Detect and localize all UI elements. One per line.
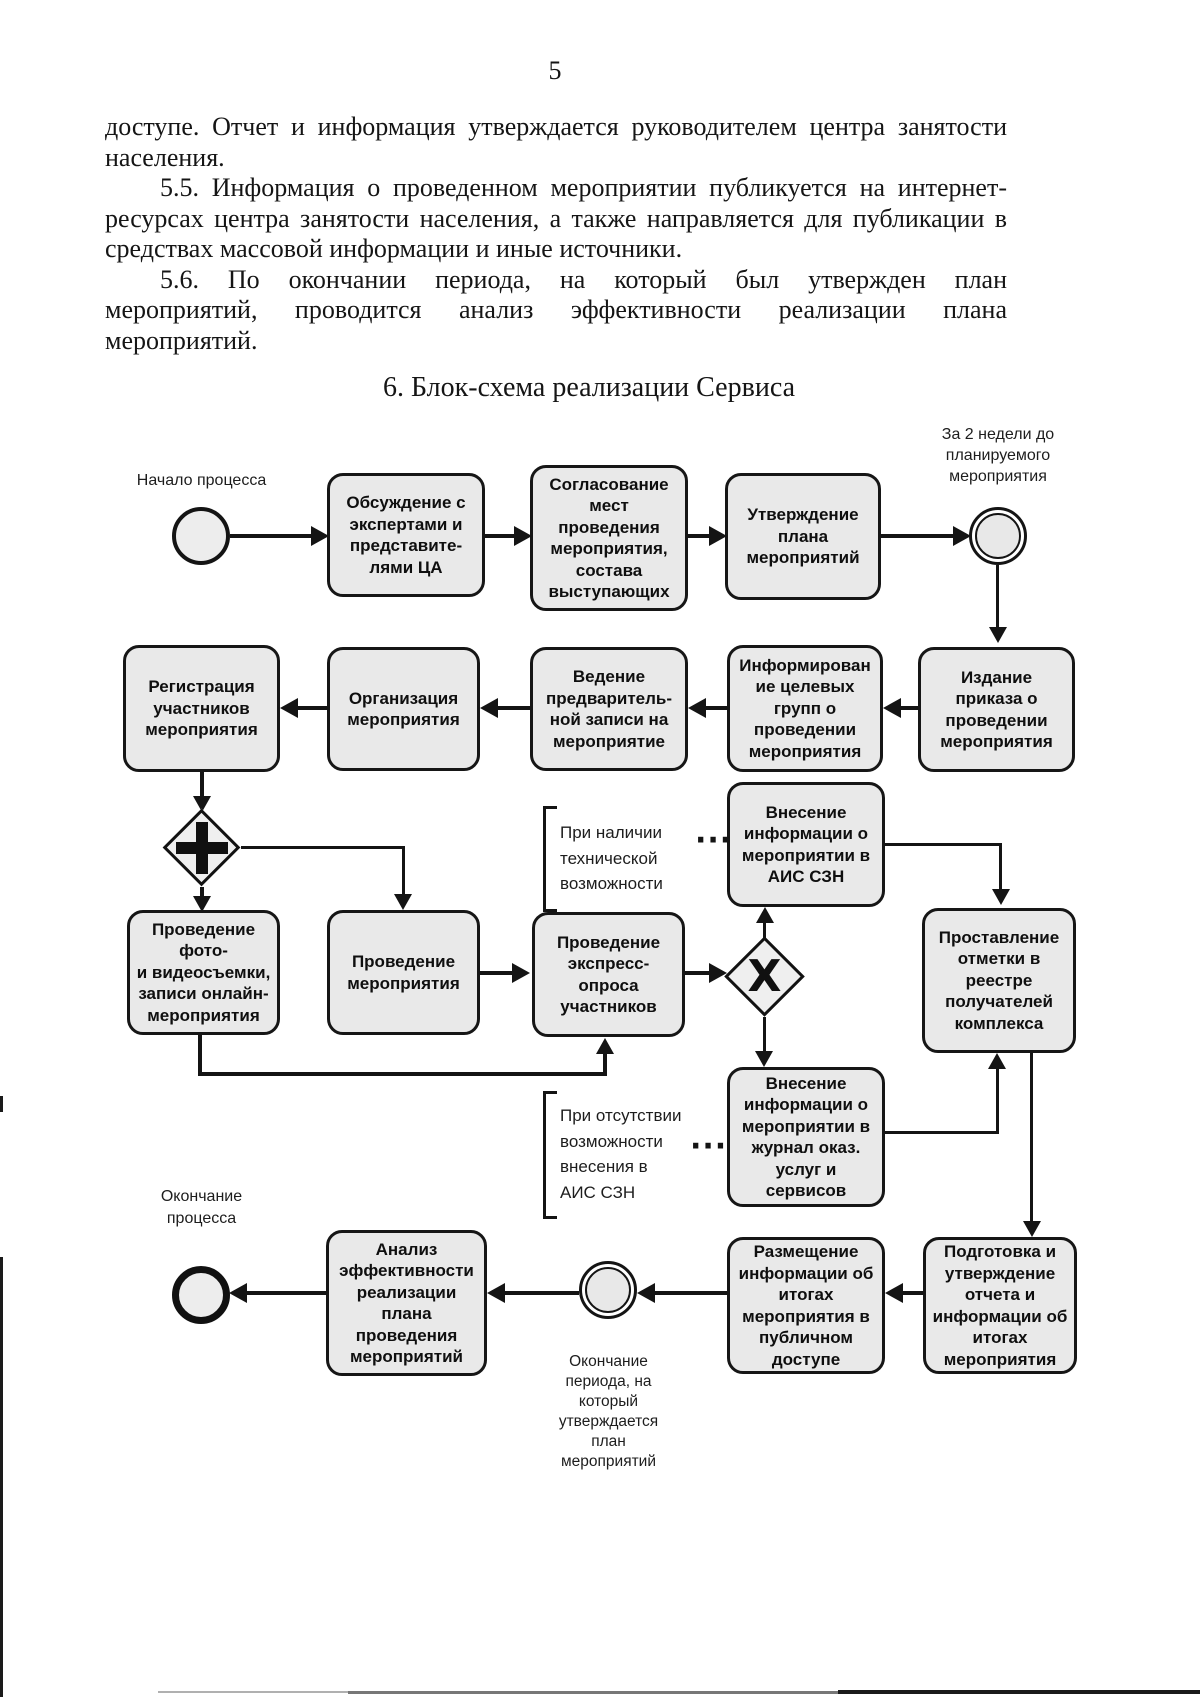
annotation-bracket: [543, 1091, 557, 1219]
section-heading: 6. Блок-схема реализации Сервиса: [382, 372, 796, 403]
scan-artifact-bottom-line: [348, 1691, 838, 1694]
task-mark-registry: Проставление отметки в реестре получател…: [922, 908, 1076, 1053]
arrowhead-left: [883, 698, 901, 718]
period-end-event-label: Окончание периода, на который утверждает…: [558, 1353, 659, 1470]
arrowhead-down: [989, 627, 1007, 643]
arrowhead-down: [193, 796, 211, 812]
task-approval-venues: Согласование мест проведения мероприятия…: [530, 465, 688, 611]
end-event-icon: [172, 1266, 230, 1324]
intermediate-event-inner-ring: [585, 1267, 631, 1313]
flow-line: [247, 1291, 326, 1295]
scan-artifact-left-line: [0, 1257, 3, 1697]
flow-line: [763, 923, 766, 939]
flow-line: [881, 534, 953, 538]
arrowhead-right: [709, 963, 727, 983]
flow-line: [685, 971, 709, 975]
x-icon: Х: [747, 950, 782, 1002]
task-discussion-experts: Обсуждение с экспертами и представите- л…: [327, 473, 485, 597]
scan-artifact-bottom-line: [838, 1690, 1200, 1694]
body-text: доступе. Отчет и информация утверждается…: [105, 112, 1007, 356]
start-event-label: Начало процесса: [136, 472, 267, 489]
arrowhead-down: [992, 889, 1010, 905]
task-publish-results: Размещение информации об итогах мероприя…: [727, 1237, 885, 1374]
flow-line: [885, 1131, 999, 1134]
flow-line: [688, 534, 709, 538]
arrowhead-down: [193, 896, 211, 912]
annotation-tech-unavailable: При отсутствии возможности внесения в АИ…: [560, 1106, 682, 1202]
association-dots: ···: [690, 1129, 728, 1164]
task-enter-info-ais: Внесение информации о мероприятии в АИС …: [727, 782, 885, 907]
flow-line: [200, 772, 204, 796]
flow-line: [200, 887, 204, 896]
annotation-bracket: [543, 806, 557, 912]
flow-line: [198, 1035, 202, 1076]
flow-line: [885, 843, 1002, 846]
scan-artifact-left-tick: [0, 1096, 3, 1112]
task-hold-event: Проведение мероприятия: [327, 910, 480, 1035]
task-express-survey: Проведение экспресс- опроса участников: [532, 912, 685, 1037]
flow-line: [505, 1291, 579, 1295]
flow-line: [198, 1072, 607, 1076]
flow-line: [498, 706, 530, 710]
arrowhead-left: [480, 698, 498, 718]
arrowhead-up: [988, 1053, 1006, 1069]
arrowhead-left: [885, 1283, 903, 1303]
task-enter-info-journal: Внесение информации о мероприятии в журн…: [727, 1067, 885, 1207]
intermediate-event-inner-ring: [975, 513, 1021, 559]
task-prepare-report: Подготовка и утверждение отчета и информ…: [923, 1237, 1077, 1374]
annotation-tech-available: При наличии технической возможности: [560, 823, 663, 893]
association-dots: ···: [695, 823, 733, 858]
arrowhead-down: [755, 1051, 773, 1067]
arrowhead-right: [709, 526, 727, 546]
arrowhead-right: [311, 526, 329, 546]
arrowhead-up: [596, 1038, 614, 1054]
timer-event-label: За 2 недели до планируемого мероприятия: [941, 426, 1055, 485]
flow-line: [1030, 1053, 1033, 1221]
flow-line: [901, 706, 918, 710]
arrowhead-left: [487, 1283, 505, 1303]
paragraph: доступе. Отчет и информация утверждается…: [105, 112, 1007, 172]
arrowhead-left: [229, 1283, 247, 1303]
flow-line: [241, 846, 405, 849]
arrowhead-up: [756, 907, 774, 923]
arrowhead-right: [953, 526, 971, 546]
start-event-icon: [172, 507, 230, 565]
paragraph: 5.6. По окончании периода, на который бы…: [105, 264, 1007, 355]
end-event-label: Окончание процесса: [160, 1188, 243, 1227]
flow-line: [999, 843, 1002, 889]
task-issue-order: Издание приказа о проведении мероприятия: [918, 647, 1075, 772]
task-participant-registration: Регистрация участников мероприятия: [123, 645, 280, 772]
flow-line: [996, 1069, 999, 1133]
task-event-organization: Организация мероприятия: [327, 647, 480, 771]
plus-icon: [196, 822, 208, 874]
arrowhead-left: [280, 698, 298, 718]
flow-line: [903, 1291, 923, 1295]
task-photo-video: Проведение фото- и видеосъемки, записи о…: [127, 910, 280, 1035]
flow-line: [655, 1291, 727, 1295]
intermediate-event-icon: [969, 507, 1027, 565]
flow-line: [603, 1054, 607, 1076]
task-preliminary-registration: Ведение предваритель- ной записи на меро…: [530, 647, 688, 771]
page-number: 5: [548, 56, 562, 85]
arrowhead-right: [514, 526, 532, 546]
arrowhead-down: [1023, 1221, 1041, 1237]
flow-line: [298, 706, 327, 710]
task-plan-approval: Утверждение плана мероприятий: [725, 473, 881, 600]
task-inform-target-groups: Информирован ие целевых групп о проведен…: [727, 645, 883, 772]
flow-line: [230, 534, 311, 538]
arrowhead-right: [512, 963, 530, 983]
flow-line: [706, 706, 727, 710]
arrowhead-left: [637, 1283, 655, 1303]
flow-line: [485, 534, 514, 538]
arrowhead-down: [394, 894, 412, 910]
flow-line: [402, 846, 405, 894]
task-effectiveness-analysis: Анализ эффективности реализации плана пр…: [326, 1230, 487, 1376]
paragraph: 5.5. Информация о проведенном мероприяти…: [105, 173, 1007, 263]
period-end-event-icon: [579, 1261, 637, 1319]
scan-artifact-bottom-line: [158, 1691, 348, 1693]
flow-line: [480, 971, 512, 975]
flow-line: [996, 565, 999, 627]
flow-line: [763, 1017, 766, 1051]
arrowhead-left: [688, 698, 706, 718]
